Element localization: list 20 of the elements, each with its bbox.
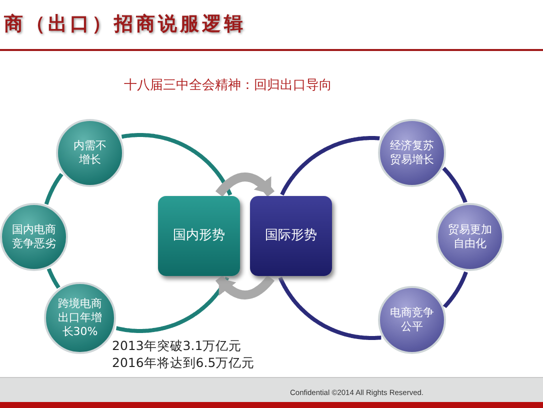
topic-circle: 国内电商竞争恶劣 <box>0 203 68 271</box>
ring-connector <box>44 172 64 206</box>
ring-connector <box>46 267 60 290</box>
ring-connector <box>120 133 232 196</box>
topic-circle: 电商竞争公平 <box>378 286 446 354</box>
growth-note: 2016年将达到6.5万亿元 <box>112 355 255 372</box>
situation-box: 国际形势 <box>250 196 332 276</box>
subtitle: 十八届三中全会精神：回归出口导向 <box>124 77 332 94</box>
title: 商（出口）招商说服逻辑 <box>4 12 246 37</box>
ring-connector <box>442 166 468 204</box>
topic-circle: 内需不增长 <box>56 119 124 187</box>
ring-connector <box>114 276 230 333</box>
cycle-arrow <box>216 172 274 197</box>
topic-circle: 贸易更加自由化 <box>436 203 504 271</box>
situation-box: 国内形势 <box>158 196 240 276</box>
ring-connector <box>442 270 468 309</box>
cycle-arrow <box>216 275 274 300</box>
ring-connector <box>280 136 381 196</box>
ring-connector <box>278 276 382 340</box>
topic-circle: 经济复苏贸易增长 <box>378 119 446 187</box>
